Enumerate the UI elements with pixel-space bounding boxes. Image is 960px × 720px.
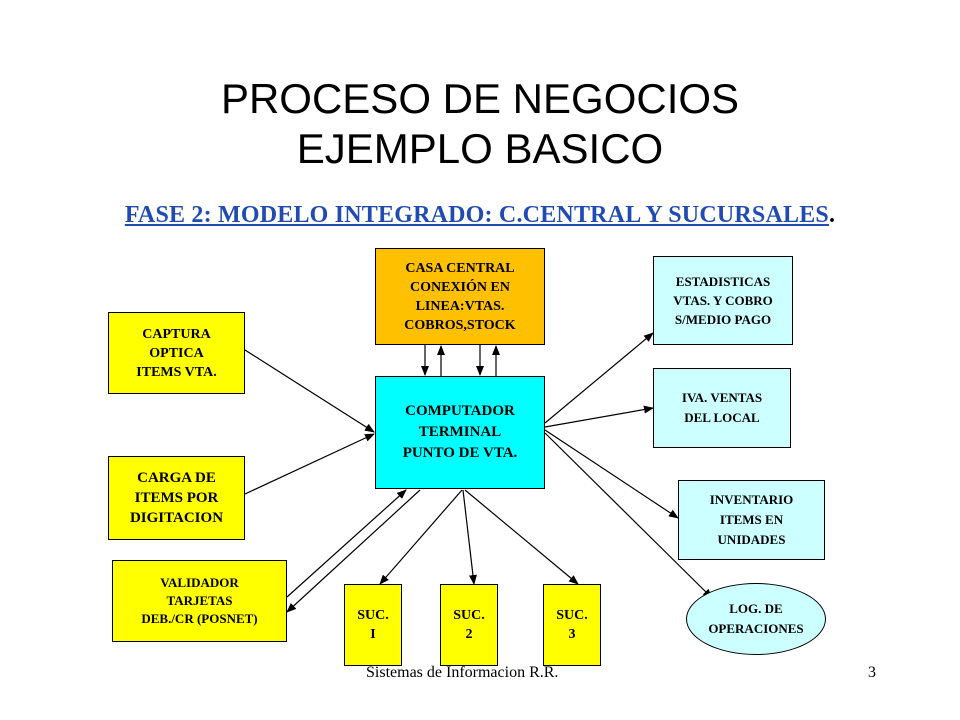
subtitle-underlined-text: FASE 2: MODELO INTEGRADO: C.CENTRAL Y SU… bbox=[124, 202, 829, 228]
casa-central-box: CASA CENTRAL CONEXIÓN EN LINEA:VTAS. COB… bbox=[375, 248, 545, 345]
subtitle-period: . bbox=[828, 202, 836, 228]
arrow-to-suc3 bbox=[464, 489, 579, 585]
arrow-to-suc2 bbox=[462, 489, 477, 585]
sucursal-3-box: SUC. 3 bbox=[543, 584, 601, 666]
inventario-box: INVENTARIO ITEMS EN UNIDADES bbox=[678, 480, 825, 560]
estadisticas-box: ESTADISTICAS VTAS. Y COBRO S/MEDIO PAGO bbox=[653, 256, 793, 345]
validador-tarjetas-box: VALIDADOR TARJETAS DEB./CR (POSNET) bbox=[112, 560, 287, 642]
arrow-to-suc1 bbox=[379, 489, 463, 585]
arrow-validador-to-computador bbox=[286, 489, 407, 598]
footer-text: Sistemas de Informacion R.R. bbox=[366, 664, 559, 681]
iva-ventas-box: IVA. VENTAS DEL LOCAL bbox=[653, 368, 791, 448]
title-line-2: EJEMPLO BASICO bbox=[296, 125, 664, 172]
arrow-computador-to-validador bbox=[286, 489, 421, 613]
arrow-to-inventario bbox=[544, 429, 679, 519]
sucursal-2-box: SUC. 2 bbox=[440, 584, 498, 666]
title-line-1: PROCESO DE NEGOCIOS bbox=[220, 75, 740, 122]
page-number: 3 bbox=[868, 664, 876, 681]
captura-optica-box: CAPTURA OPTICA ITEMS VTA. bbox=[108, 312, 245, 394]
arrow-carga-to-computador bbox=[244, 433, 375, 495]
arrow-to-log bbox=[544, 432, 713, 599]
log-operaciones-ellipse: LOG. DE OPERACIONES bbox=[686, 583, 826, 655]
sucursal-1-box: SUC. I bbox=[344, 584, 402, 666]
slide-title: PROCESO DE NEGOCIOS EJEMPLO BASICO bbox=[0, 74, 960, 174]
arrow-captura-to-computador bbox=[244, 349, 375, 433]
arrow-to-iva bbox=[544, 405, 654, 428]
slide-subtitle: FASE 2: MODELO INTEGRADO: C.CENTRAL Y SU… bbox=[0, 202, 960, 229]
carga-items-box: CARGA DE ITEMS POR DIGITACION bbox=[108, 456, 245, 540]
computador-terminal-box: COMPUTADOR TERMINAL PUNTO DE VTA. bbox=[375, 376, 545, 489]
arrow-to-estadisticas bbox=[544, 332, 654, 424]
